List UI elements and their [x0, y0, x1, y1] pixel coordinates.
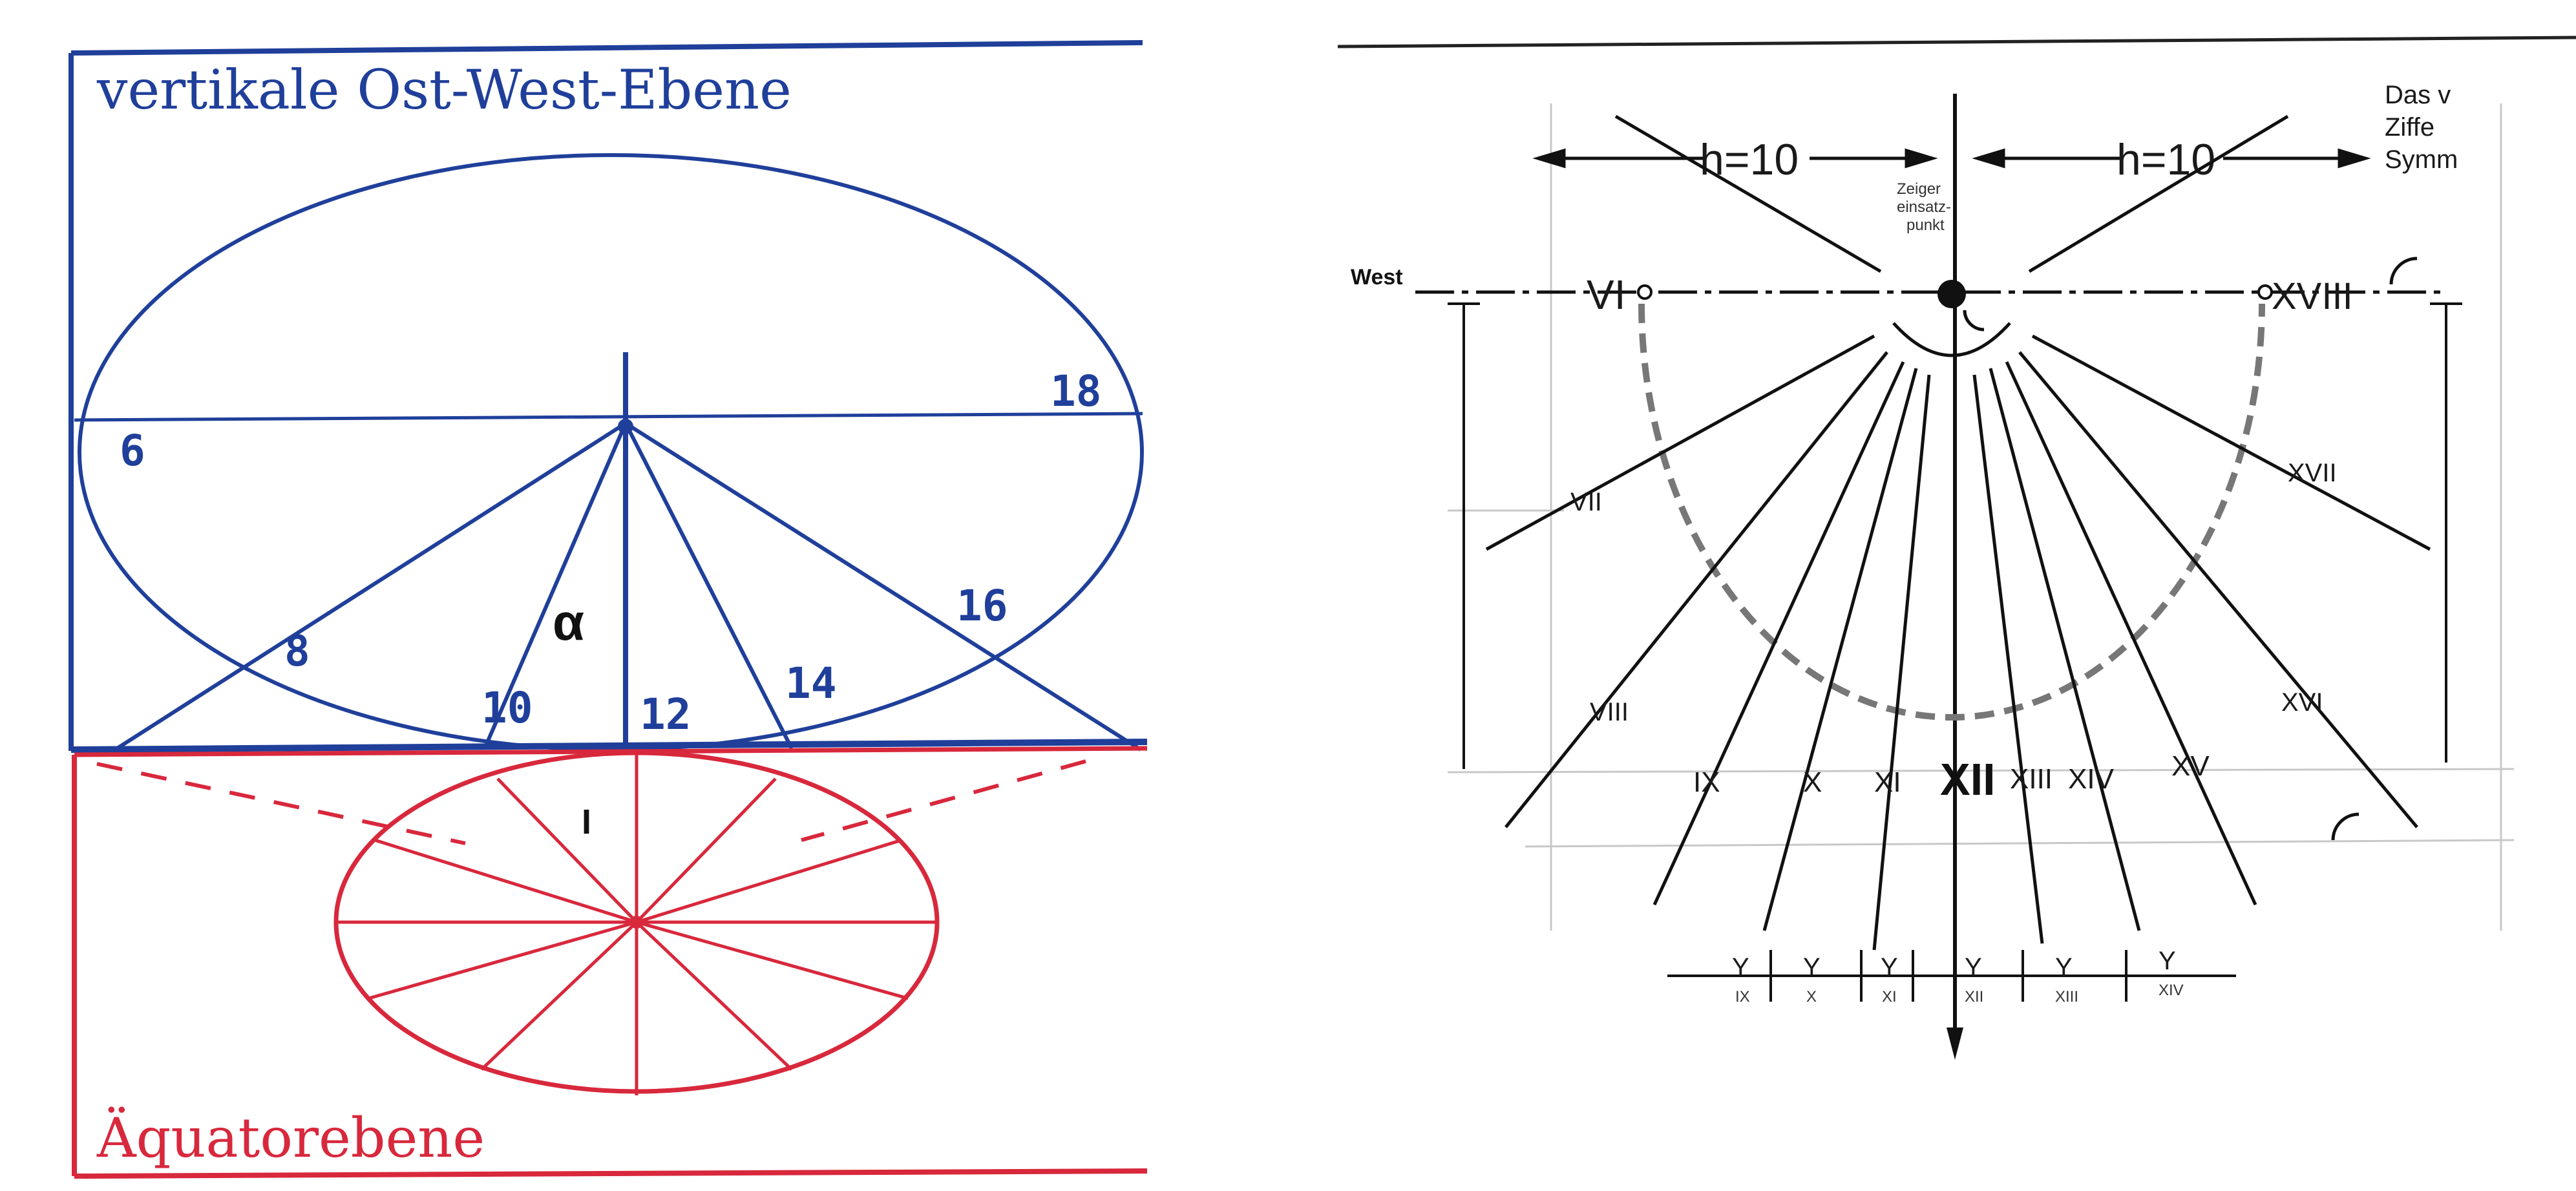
bottom-dimensions [1667, 950, 2236, 1002]
dim-xi: XI [1882, 988, 1897, 1006]
numeral-xvi: XVI [2281, 688, 2323, 717]
corner-text-2: Ziffe [2385, 113, 2434, 142]
vi-marker [1637, 284, 1652, 300]
hour-label-18: 18 [1050, 366, 1101, 416]
vertical-plane-title: vertikale Ost-West-Ebene [96, 58, 792, 121]
dim-y-ix: Y [1732, 953, 1749, 982]
hour-label-12: 12 [640, 690, 691, 739]
dim-x: X [1806, 988, 1817, 1006]
numeral-xviii: XVIII [2272, 275, 2353, 317]
equator-plane-frame [72, 755, 1148, 1179]
top-dimension [1532, 148, 2371, 169]
hour-label-10: 10 [481, 683, 533, 733]
numeral-ix: IX [1693, 766, 1720, 798]
dim-ix: IX [1735, 988, 1750, 1006]
dim-y-xiii: Y [2055, 953, 2073, 982]
i-symbol: I [582, 803, 591, 841]
hour-rays [1485, 114, 2431, 951]
numeral-xv: XV [2171, 750, 2210, 782]
corner-text-3: Symm [2385, 145, 2458, 174]
pointer-label-2: einsatz- [1897, 198, 1951, 216]
gnomon-point [1937, 280, 1966, 308]
top-border [1337, 36, 2576, 48]
left-panel: vertikale Ost-West-Ebene 6 8 10 12 14 16… [69, 40, 1148, 1179]
hour-label-6: 6 [120, 426, 145, 476]
dim-y-xiv: Y [2159, 947, 2176, 975]
alpha-symbol: α [553, 593, 584, 651]
numeral-xiv: XIV [2068, 763, 2115, 795]
corner-text-1: Das v [2385, 81, 2451, 109]
right-angle-markers [1963, 257, 2418, 841]
dim-y-xii: Y [1965, 953, 1982, 982]
numeral-x: X [1803, 766, 1822, 798]
side-dimensions [1448, 302, 2462, 769]
equator-plane-title: Äquatorebene [96, 1106, 485, 1170]
projection-dashes [96, 759, 1086, 845]
plane-divider [70, 739, 1148, 753]
numeral-xiii: XIII [2010, 763, 2053, 795]
grid-lines [1447, 103, 2515, 931]
pointer-label-3: punkt [1906, 216, 1945, 234]
right-panel: h=10 h=10 Zeiger einsatz- punkt Das v Zi… [1337, 36, 2576, 1060]
center-point [618, 419, 633, 434]
pointer-label-1: Zeiger [1897, 180, 1941, 198]
h-right-label: h=10 [2117, 135, 2215, 184]
hour-lines [112, 421, 1142, 753]
dim-xii: XII [1965, 988, 1983, 1006]
vertical-plane-frame [69, 40, 1143, 751]
numeral-xi: XI [1874, 766, 1901, 798]
dim-xiii: XIII [2055, 988, 2078, 1006]
west-label: West [1351, 265, 1403, 290]
dim-y-xi: Y [1881, 953, 1898, 982]
six-eighteen-line [74, 412, 1143, 422]
hour-ellipse [78, 153, 1144, 752]
dim-y-x: Y [1803, 953, 1821, 982]
equator-center [630, 916, 643, 929]
hour-label-14: 14 [785, 659, 836, 708]
xviii-marker [2257, 284, 2273, 300]
noon-axis-arrow [1947, 1028, 1963, 1060]
numeral-xii: XII [1940, 754, 1996, 805]
h-left-label: h=10 [1700, 135, 1799, 184]
numeral-vi: VI [1587, 271, 1625, 318]
hour-label-16: 16 [956, 581, 1008, 631]
numeral-viii: VIII [1590, 698, 1629, 726]
numeral-vii: VII [1570, 488, 1602, 516]
hour-arc [1638, 303, 2265, 721]
numeral-xvii: XVII [2288, 459, 2337, 487]
dim-xiv: XIV [2159, 982, 2184, 999]
hour-label-8: 8 [284, 626, 310, 676]
inner-arc [1892, 322, 2011, 357]
